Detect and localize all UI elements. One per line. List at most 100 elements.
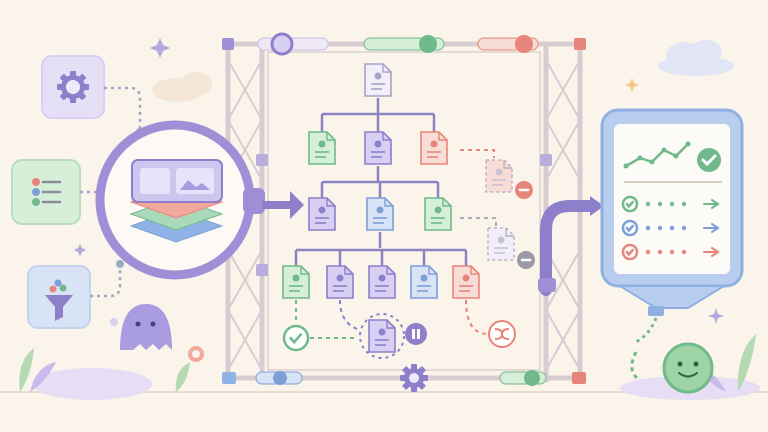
document-node [410, 265, 438, 299]
document-node [308, 197, 336, 231]
document-node [308, 131, 336, 165]
row-dot [645, 249, 651, 255]
joint [256, 264, 268, 276]
joint [222, 372, 236, 384]
document-node [364, 131, 392, 165]
arrow-right-icon [703, 199, 720, 209]
document-node [368, 265, 396, 299]
row-dot [645, 225, 651, 231]
tree-connectors [294, 98, 468, 266]
trend-point [623, 163, 629, 169]
monitor-spout [648, 306, 664, 316]
row-dot [681, 249, 687, 255]
decision-tree [282, 63, 480, 299]
pause-icon [405, 323, 427, 345]
check-icon [621, 195, 639, 213]
pending-ring [359, 313, 405, 359]
document-node [326, 265, 354, 299]
joint [256, 154, 268, 166]
sparkle-icon [74, 38, 724, 324]
plant-left [19, 348, 190, 392]
joint [572, 372, 586, 384]
check-icon [621, 243, 639, 261]
brace [227, 59, 263, 121]
tree-link [320, 98, 436, 132]
side-branch [460, 149, 535, 269]
row-dot [657, 249, 663, 255]
brace [545, 249, 581, 311]
dotted-connector [635, 317, 658, 344]
row-dot [669, 249, 675, 255]
layer-stack [129, 159, 224, 243]
trend-point [637, 155, 643, 161]
check-icon [621, 219, 639, 237]
document-node [487, 227, 515, 261]
document-node [420, 131, 448, 165]
output-pipe [538, 196, 604, 296]
dashed-link [460, 149, 495, 158]
row-dot [669, 225, 675, 231]
document-node [485, 159, 513, 193]
dotted-connector [90, 264, 122, 298]
data-lens [95, 120, 265, 280]
valve [273, 371, 287, 385]
trend-line [623, 141, 691, 169]
funnel-icon [45, 279, 73, 321]
result-row [621, 195, 720, 213]
trend-point [649, 159, 655, 165]
ground [0, 368, 768, 400]
minus-icon [517, 251, 535, 269]
joint [574, 38, 586, 50]
document-node [282, 265, 310, 299]
row-dot [681, 201, 687, 207]
smiley-icon [630, 342, 714, 394]
result-row [621, 243, 720, 261]
settings-card [41, 55, 105, 119]
input-cards [11, 55, 144, 329]
results-dashboard [600, 108, 744, 344]
cloud-right [658, 40, 734, 76]
checklist-card [11, 159, 81, 225]
document-node [424, 197, 452, 231]
arrow-right-icon [262, 191, 304, 219]
snail-deco [188, 346, 204, 362]
document-node [452, 265, 480, 299]
tree-link [320, 166, 440, 198]
valve [270, 32, 294, 56]
arrow-right-icon [590, 196, 604, 216]
trend-point [685, 141, 691, 147]
dashed-link [465, 299, 489, 335]
row-dot [669, 201, 675, 207]
joint [540, 154, 552, 166]
row-dot [657, 201, 663, 207]
trend-point [673, 153, 679, 159]
row-dot [657, 225, 663, 231]
document-node [364, 63, 392, 97]
ghost-mascot [110, 304, 172, 350]
monitor-funnel [616, 285, 728, 309]
branch-outcomes [282, 299, 516, 359]
valve [524, 370, 540, 386]
brace [545, 59, 581, 121]
result-row [621, 219, 720, 237]
gear-icon [57, 71, 89, 103]
arrow-right-icon [703, 223, 720, 233]
valve [515, 35, 533, 53]
cloud-left [152, 72, 212, 102]
dashed-link [460, 217, 497, 228]
brace [545, 119, 581, 181]
gear-icon [400, 364, 428, 392]
filter-card [27, 265, 91, 329]
arrow-right-icon [703, 247, 720, 257]
brace [545, 309, 581, 371]
joint [222, 38, 234, 50]
check-icon [282, 324, 310, 352]
dashed-link [339, 299, 361, 331]
list-icon [32, 178, 62, 206]
valve [419, 35, 437, 53]
document-node [368, 319, 396, 353]
connector-dot [116, 260, 124, 268]
minus-icon [515, 181, 533, 199]
